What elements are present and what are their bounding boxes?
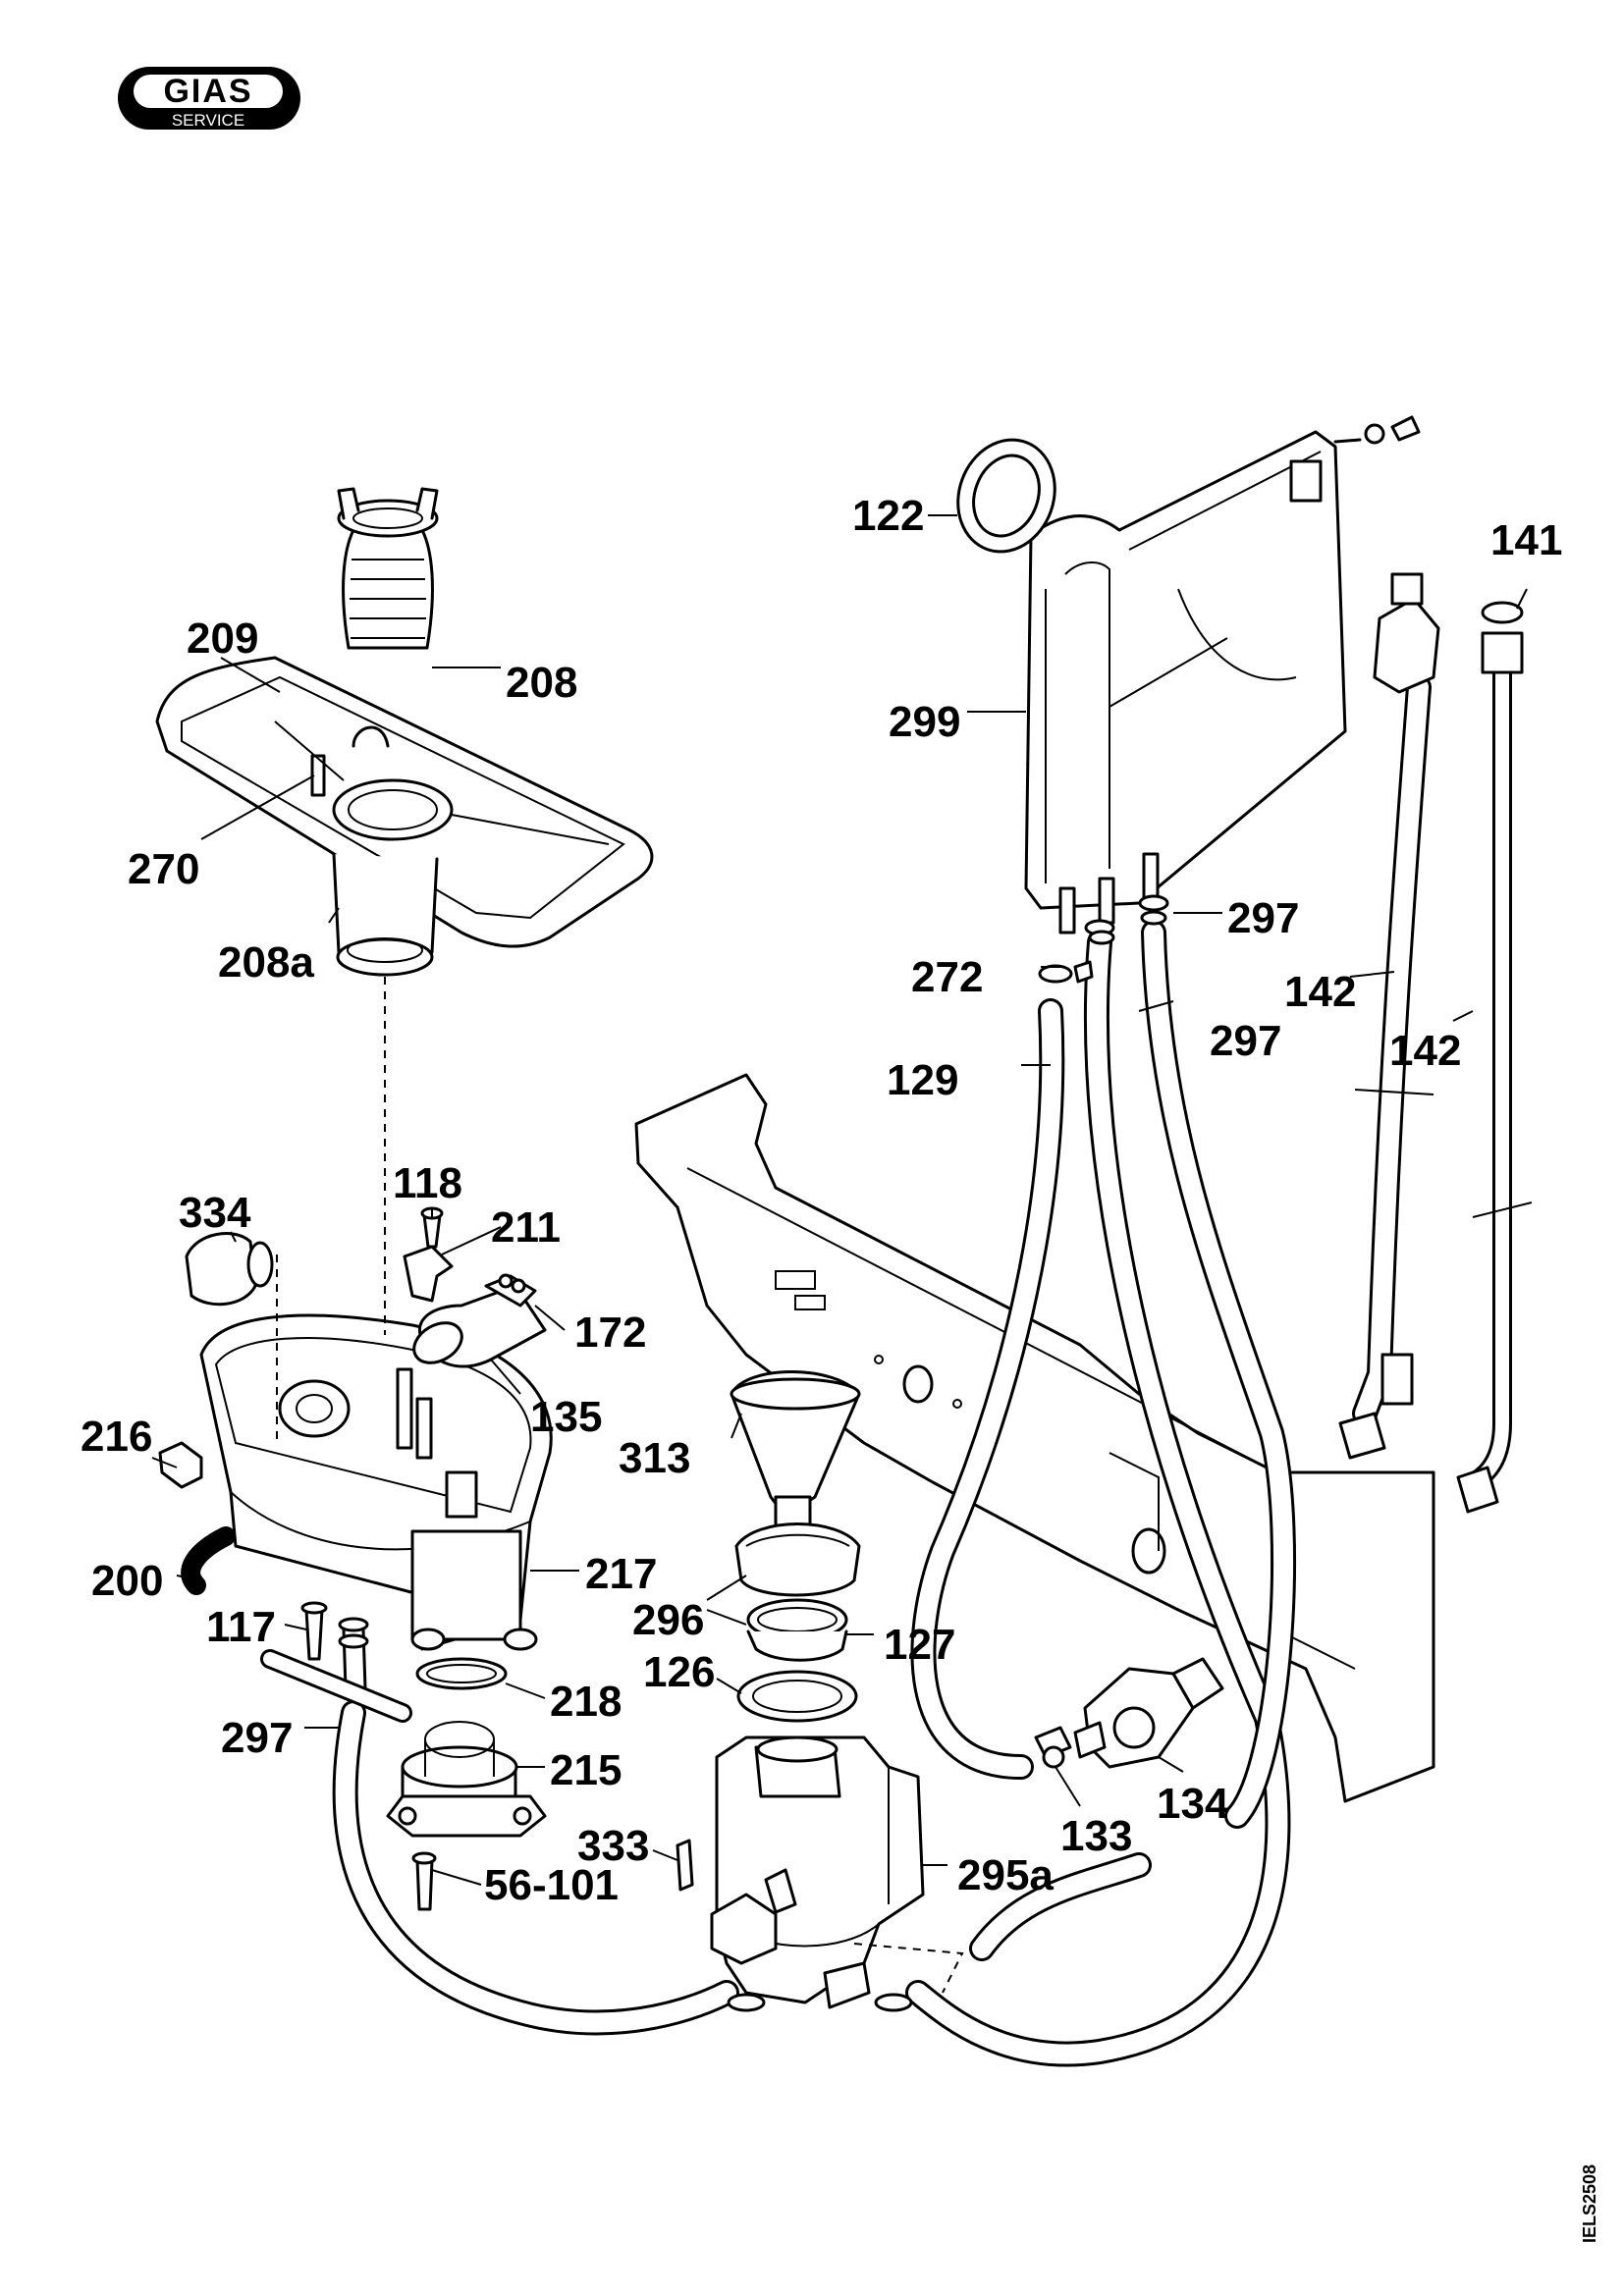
label-127: 127 <box>884 1621 955 1669</box>
part-134-valve <box>1073 1657 1224 1769</box>
label-297-top: 297 <box>1227 894 1299 942</box>
label-142-left: 142 <box>1284 968 1356 1016</box>
label-211: 211 <box>491 1203 561 1252</box>
part-135-bellows <box>412 1284 547 1368</box>
label-142-right: 142 <box>1389 1027 1461 1075</box>
part-127-ring <box>746 1598 848 1662</box>
label-208a: 208a <box>218 938 314 987</box>
label-215: 215 <box>550 1746 622 1794</box>
label-333: 333 <box>577 1822 649 1870</box>
label-296: 296 <box>632 1596 704 1644</box>
label-216: 216 <box>81 1413 152 1461</box>
label-200: 200 <box>91 1557 163 1605</box>
label-129: 129 <box>887 1056 958 1104</box>
label-135: 135 <box>530 1393 602 1441</box>
part-218-ring <box>415 1657 508 1690</box>
label-299: 299 <box>889 698 960 746</box>
part-333-clip <box>676 1839 694 1892</box>
part-215-pump-cover <box>386 1721 547 1838</box>
label-334: 334 <box>179 1189 251 1237</box>
label-295a: 295a <box>957 1851 1054 1899</box>
part-209-lid <box>155 656 654 948</box>
label-217: 217 <box>585 1550 657 1598</box>
label-172: 172 <box>574 1308 646 1357</box>
label-297-mid: 297 <box>1210 1017 1281 1065</box>
label-122: 122 <box>852 492 924 540</box>
part-142-inlet-hose-a <box>1338 572 1440 1460</box>
part-labels: 122 141 209 208 299 270 297 208a 272 142… <box>81 492 1562 1909</box>
part-142-inlet-hose-b <box>1456 601 1533 1514</box>
part-200-tube <box>181 1526 236 1595</box>
label-133: 133 <box>1060 1812 1132 1860</box>
part-313-funnel <box>730 1370 861 1528</box>
label-313: 313 <box>619 1434 690 1482</box>
part-216-clip <box>158 1441 203 1489</box>
label-118: 118 <box>393 1159 462 1207</box>
document-code: IELS2508 <box>1580 2164 1599 2243</box>
part-172-clamp <box>484 1273 537 1308</box>
part-297-small-tube <box>260 1617 412 1723</box>
label-126: 126 <box>643 1648 715 1696</box>
part-296-cap <box>734 1522 861 1597</box>
label-208: 208 <box>506 659 577 707</box>
logo-sub-text: SERVICE <box>172 111 244 130</box>
label-209: 209 <box>187 614 258 663</box>
label-134: 134 <box>1157 1780 1229 1828</box>
part-133-clamp <box>1034 1726 1072 1769</box>
part-299-container <box>1024 415 1421 934</box>
leader-lines <box>151 514 1528 1886</box>
logo-brand-text: GIAS <box>163 73 252 110</box>
part-217-sump <box>199 1313 553 1651</box>
part-117-pin <box>300 1601 328 1661</box>
part-56-101-screw <box>411 1851 437 1911</box>
part-211-bracket <box>403 1245 454 1303</box>
label-270: 270 <box>128 845 199 893</box>
part-295a-softener <box>710 1735 964 2012</box>
label-56-101: 56-101 <box>484 1861 619 1909</box>
part-126-gasket <box>736 1670 858 1723</box>
tubes-297-129 <box>332 894 1297 2067</box>
label-141: 141 <box>1490 516 1562 564</box>
gias-service-logo: GIAS SERVICE <box>118 67 300 130</box>
label-117: 117 <box>206 1603 276 1651</box>
part-208a-filter <box>332 852 439 977</box>
part-208-filter-top <box>337 487 439 650</box>
label-297-left: 297 <box>221 1714 293 1762</box>
part-122-seal <box>956 438 1056 554</box>
part-334-cap <box>185 1232 274 1307</box>
label-272: 272 <box>911 953 983 1001</box>
label-218: 218 <box>550 1678 622 1726</box>
